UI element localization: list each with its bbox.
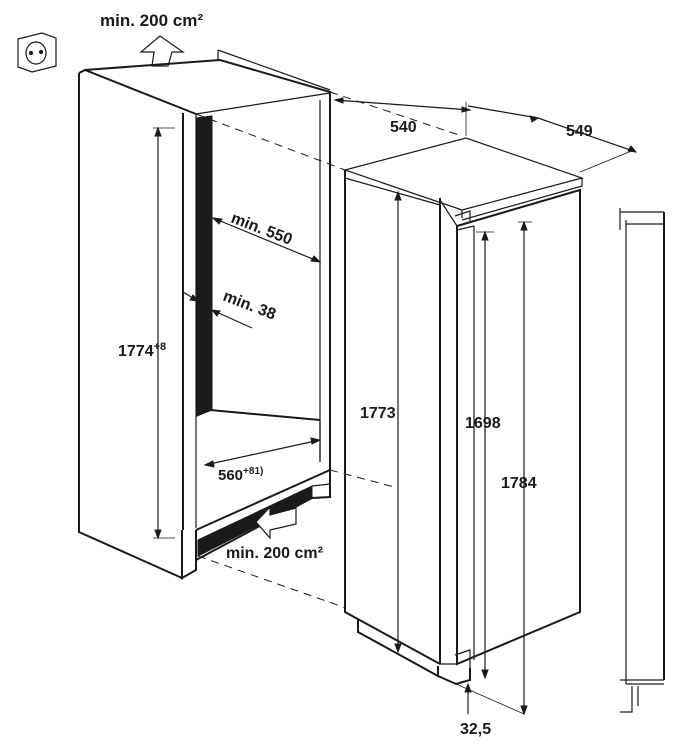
appliance-width-label: 540 xyxy=(390,119,417,136)
niche-width-label: 560+81) xyxy=(218,466,263,484)
dim-min-depth xyxy=(211,217,322,263)
vent-top-label: min. 200 cm² xyxy=(100,11,203,30)
dim-door-height xyxy=(476,230,494,680)
dim-min-gap xyxy=(182,291,253,329)
door-side-profile xyxy=(619,208,665,713)
vent-bottom-label: min. 200 cm² xyxy=(226,545,323,562)
appliance xyxy=(342,137,585,686)
total-height-label: 1784 xyxy=(501,475,537,492)
niche-height-label: 1774+8 xyxy=(118,341,166,360)
plinth-height-label: 32,5 xyxy=(460,721,491,738)
appliance-depth-label: 549 xyxy=(566,123,593,140)
door-height-label: 1698 xyxy=(465,415,501,432)
min-depth-label: min. 550 xyxy=(229,210,295,249)
cabinet-niche xyxy=(78,49,331,580)
dim-niche-width xyxy=(203,437,322,468)
dim-appliance-height xyxy=(394,190,402,654)
dim-niche-height xyxy=(153,126,175,540)
vent-arrow-up-icon xyxy=(139,35,185,67)
dim-plinth-height xyxy=(455,682,525,715)
power-socket-icon xyxy=(17,32,57,73)
alignment-lines xyxy=(195,91,463,609)
appliance-height-label: 1773 xyxy=(360,405,396,422)
vent-arrow-in-icon xyxy=(255,505,297,540)
dim-appliance-depth xyxy=(467,105,638,173)
dim-total-height xyxy=(518,220,532,716)
dim-appliance-width xyxy=(333,97,472,136)
